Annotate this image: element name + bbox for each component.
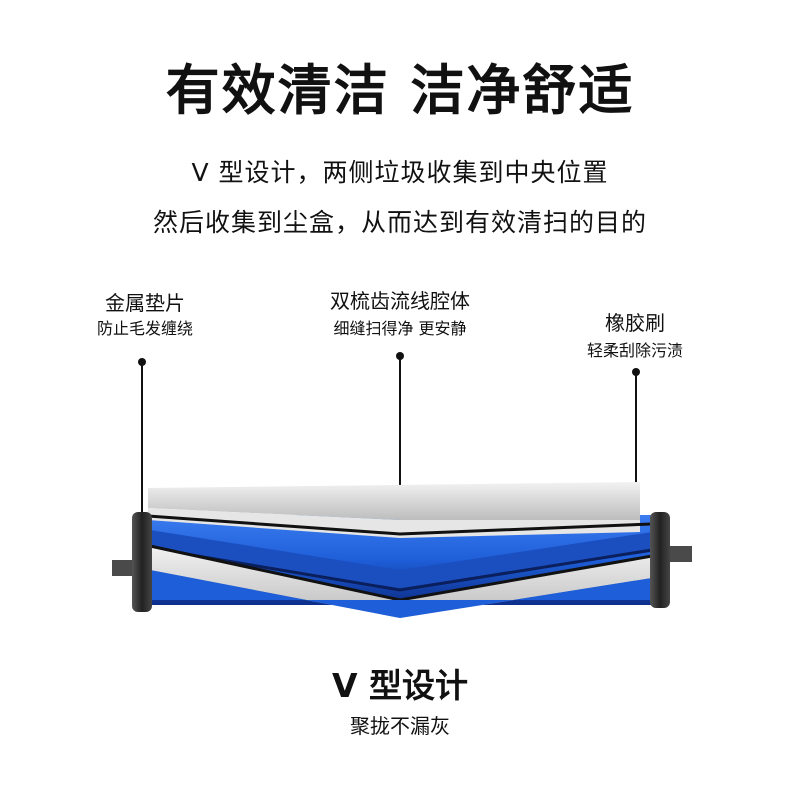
subtitle-line-1: V 型设计，两侧垃圾收集到中央位置 bbox=[191, 158, 609, 187]
top-bristle-band bbox=[148, 482, 640, 520]
callout-comb-cavity-line bbox=[399, 356, 401, 512]
subtitle-line-2: 然后收集到尘盒，从而达到有效清扫的目的 bbox=[152, 208, 647, 237]
roller-brush-illustration bbox=[112, 482, 692, 618]
callout-rubber-brush-line bbox=[635, 372, 637, 538]
bottom-blue-strip bbox=[150, 570, 652, 618]
callout-comb-cavity-desc: 细缝扫得净 更安静 bbox=[333, 319, 467, 338]
left-shaft bbox=[112, 560, 138, 576]
bottom-desc: 聚拢不漏灰 bbox=[350, 714, 450, 738]
callout-metal-gasket-line bbox=[141, 362, 143, 514]
right-end-cap bbox=[650, 512, 670, 608]
callout-comb-cavity-title: 双梳齿流线腔体 bbox=[330, 289, 470, 313]
middle-v-edge bbox=[149, 546, 653, 592]
headline: 有效清洁 洁净舒适 bbox=[165, 59, 635, 122]
callout-metal-gasket-title: 金属垫片 bbox=[105, 291, 185, 315]
bottom-title: V 型设计 bbox=[331, 666, 469, 705]
callout-rubber-brush-desc: 轻柔刮除污渍 bbox=[586, 341, 683, 360]
top-v-edge bbox=[147, 514, 653, 536]
callout-metal-gasket-desc: 防止毛发缠绕 bbox=[96, 319, 193, 338]
callout-rubber-brush-title: 橡胶刷 bbox=[605, 311, 665, 335]
left-end-cap bbox=[132, 512, 152, 612]
middle-v-blade bbox=[150, 530, 652, 588]
